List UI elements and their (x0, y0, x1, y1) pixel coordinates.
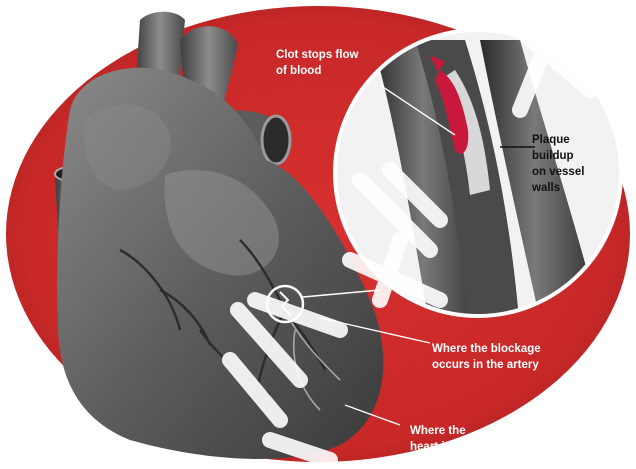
svg-text:of blood: of blood (276, 65, 321, 77)
svg-text:Plaque: Plaque (532, 134, 570, 146)
svg-text:walls: walls (531, 182, 560, 194)
svg-text:buildup: buildup (532, 150, 574, 162)
blockage-label-line-1: Where the blockage (432, 343, 541, 355)
plaque-label-line-1: Plaque (532, 134, 570, 146)
svg-text:on vessel: on vessel (532, 166, 584, 178)
plaque-label-line-3: on vessel (532, 166, 584, 178)
plaque-label-line-2: buildup (532, 150, 574, 162)
blockage-label-line-2: occurs in the artery (432, 359, 539, 371)
heart-label-line-2: heart is (410, 441, 451, 453)
svg-text:Where the blockage: Where the blockage (432, 343, 541, 355)
svg-text:occurs in the artery: occurs in the artery (432, 359, 539, 371)
svg-text:heart is: heart is (410, 441, 451, 453)
clot-label-line-1: Clot stops flow (276, 49, 358, 61)
heart-label-line-1: Where the (410, 425, 466, 437)
clot-label-line-2: of blood (276, 65, 321, 77)
svg-text:Where the: Where the (410, 425, 466, 437)
plaque-label-line-4: walls (531, 182, 560, 194)
svg-text:Clot stops flow: Clot stops flow (276, 49, 358, 61)
